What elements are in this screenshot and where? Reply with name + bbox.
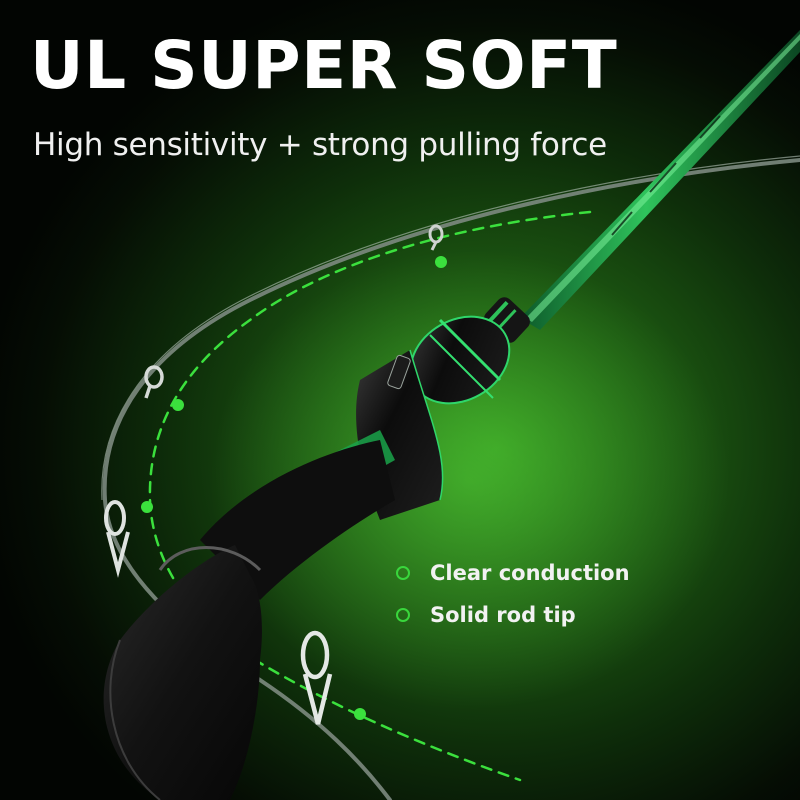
background-glow (210, 250, 730, 710)
feature-list: Clear conduction Solid rod tip (396, 552, 630, 636)
bend-marker-dot (435, 256, 447, 268)
bend-marker-dot (172, 399, 184, 411)
line-guide-ring (104, 500, 130, 578)
feature-label: Solid rod tip (430, 603, 576, 627)
feature-item: Clear conduction (396, 552, 630, 594)
circle-bullet-icon (396, 566, 410, 580)
bent-rod-blank-highlight (101, 155, 800, 501)
circle-bullet-icon (396, 608, 410, 622)
line-guide-ring (300, 630, 333, 725)
line-guide-ring (144, 365, 164, 399)
rod-decal-text-marks (611, 115, 721, 236)
bend-indicator-dashed-line (148, 210, 592, 782)
line-guide-ring (428, 224, 444, 251)
bend-marker-dot (354, 708, 366, 720)
bent-rod-blank (102, 158, 800, 800)
feature-item: Solid rod tip (396, 594, 630, 636)
bend-marker-dot (141, 501, 153, 513)
subheadline: High sensitivity + strong pulling force (33, 127, 607, 163)
feature-label: Clear conduction (430, 561, 630, 585)
headline: UL SUPER SOFT (30, 27, 618, 104)
rod-grip (103, 440, 395, 800)
